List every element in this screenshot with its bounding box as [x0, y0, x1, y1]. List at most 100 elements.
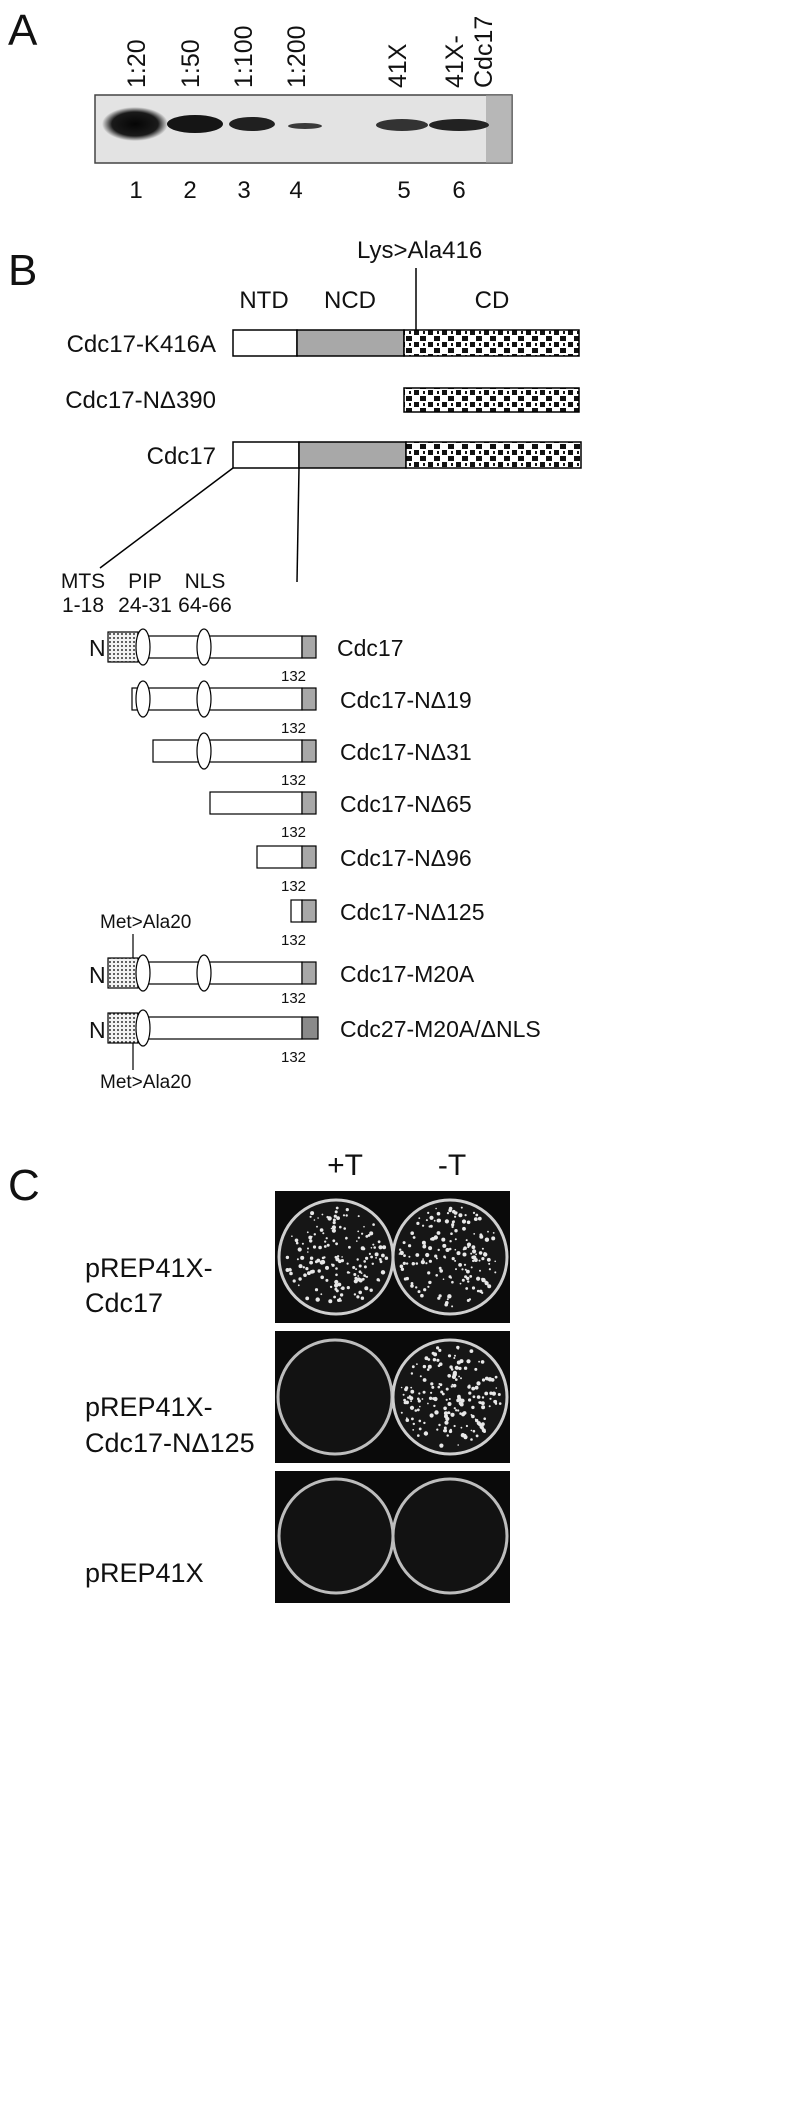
colony — [445, 1248, 450, 1252]
colony — [334, 1255, 338, 1259]
colony — [472, 1259, 475, 1263]
colony — [360, 1246, 365, 1251]
colony — [425, 1252, 430, 1258]
construct-cdc17-bar — [232, 441, 582, 469]
n-terminus-label: N — [89, 635, 106, 661]
colony — [454, 1259, 457, 1262]
colony — [372, 1243, 375, 1246]
colony — [335, 1206, 339, 1210]
colony — [450, 1412, 455, 1417]
colony — [444, 1420, 449, 1425]
colony — [460, 1433, 466, 1438]
colony — [323, 1245, 327, 1248]
colony — [353, 1293, 357, 1296]
colony — [471, 1414, 475, 1419]
colony — [456, 1251, 461, 1256]
pip-motif-icon — [135, 1009, 151, 1047]
colony — [364, 1286, 369, 1291]
colony — [313, 1219, 316, 1221]
motif-pip-range: 24-31 — [118, 594, 172, 617]
colony — [455, 1268, 457, 1271]
colony — [473, 1233, 476, 1235]
colony — [457, 1394, 461, 1399]
colony — [462, 1226, 466, 1231]
colony — [352, 1266, 356, 1269]
colony — [357, 1215, 360, 1218]
colony — [466, 1299, 470, 1302]
colony — [357, 1230, 360, 1233]
colony — [415, 1253, 420, 1257]
band-lane-2 — [167, 115, 223, 133]
colony — [339, 1225, 342, 1229]
colony — [307, 1271, 311, 1276]
colony — [295, 1241, 299, 1245]
colony — [332, 1221, 336, 1225]
colony — [466, 1269, 470, 1274]
met-mutation-label-top: Met>Ala20 — [100, 912, 191, 933]
colony — [356, 1295, 360, 1299]
colony — [474, 1367, 478, 1371]
colony — [472, 1429, 476, 1433]
colony — [470, 1252, 473, 1255]
colony — [433, 1396, 438, 1402]
colony — [365, 1275, 367, 1278]
colony — [361, 1232, 364, 1235]
colony — [328, 1299, 333, 1304]
colony — [402, 1261, 406, 1265]
colony — [435, 1207, 437, 1210]
colony — [420, 1293, 424, 1298]
colony — [478, 1259, 481, 1262]
colony — [453, 1357, 456, 1359]
colony — [436, 1428, 439, 1431]
end-residue-label-6: 132 — [281, 932, 306, 949]
colony — [454, 1365, 459, 1370]
panel-c-letter: C — [8, 1161, 40, 1210]
truncation-label-3: Cdc17-NΔ31 — [340, 739, 472, 765]
colony — [341, 1286, 345, 1290]
colony — [400, 1265, 403, 1269]
colony — [411, 1262, 415, 1266]
colony — [484, 1376, 489, 1381]
colony — [433, 1219, 436, 1222]
colony — [474, 1385, 479, 1390]
colony — [410, 1390, 413, 1393]
colony — [411, 1417, 414, 1421]
colony — [488, 1268, 491, 1271]
lys-mutation-label: Lys>Ala416 — [357, 237, 482, 264]
colony — [355, 1268, 358, 1271]
truncation-label-2: Cdc17-NΔ19 — [340, 687, 472, 713]
colony — [360, 1296, 365, 1300]
colony — [456, 1346, 460, 1349]
band-lane-3 — [229, 117, 275, 131]
colony — [400, 1386, 403, 1389]
colony — [341, 1256, 343, 1258]
colony — [318, 1245, 322, 1250]
n-terminus-label: N — [89, 1017, 106, 1043]
colony — [430, 1391, 433, 1394]
colony — [309, 1215, 312, 1218]
colony — [486, 1257, 491, 1262]
colony — [296, 1258, 299, 1261]
colony — [319, 1228, 324, 1232]
domain-cd-label: CD — [475, 287, 510, 314]
colony — [437, 1364, 441, 1367]
band-lane-1 — [102, 107, 168, 141]
colony — [436, 1358, 440, 1362]
colony — [321, 1256, 325, 1260]
n-terminus-label: N — [89, 962, 106, 988]
lane-header-5: 41X — [384, 43, 412, 88]
colony — [437, 1296, 441, 1300]
colony — [432, 1358, 437, 1362]
colony — [294, 1238, 299, 1243]
colony — [371, 1262, 374, 1266]
colony — [466, 1359, 471, 1364]
colony — [316, 1225, 318, 1228]
colony — [360, 1272, 363, 1274]
colony — [422, 1258, 424, 1260]
colony — [451, 1374, 456, 1379]
truncation-label-1: Cdc17 — [337, 635, 403, 661]
construct-nd390-label: Cdc17-NΔ390 — [65, 387, 216, 414]
colony — [424, 1356, 429, 1361]
colony — [317, 1217, 319, 1219]
